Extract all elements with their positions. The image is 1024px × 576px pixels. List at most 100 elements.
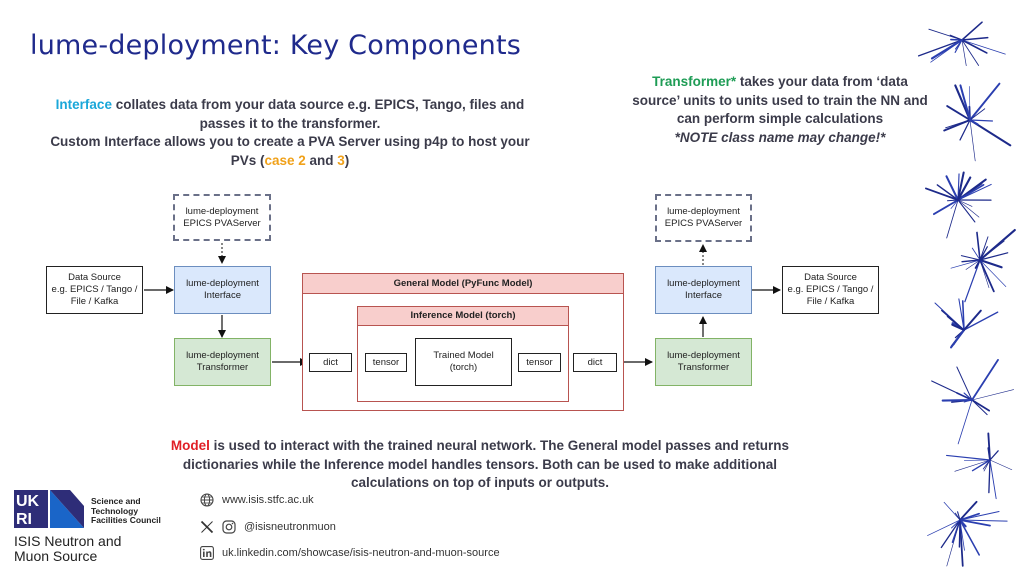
burst-track-7-4 [959,519,980,556]
burst-track-7-6 [951,519,961,529]
interface-desc-line2: passes it to the transformer. [199,115,381,131]
burst-track-5-11 [971,399,988,416]
burst-track-0-6 [917,39,963,57]
burst-track-2-4 [957,199,980,218]
ukri-logo: UK RI [14,490,84,528]
case-num: 3 [337,152,345,168]
interface-keyword: Interface [55,97,112,112]
trained-model-line2: (torch) [449,362,478,373]
transformer-left-line2: Transformer [196,362,249,373]
burst-track-7-12 [946,519,961,567]
burst-track-6-1 [983,459,991,472]
burst-track-1-4 [969,86,971,121]
model-desc-line1: is used to interact with the trained neu… [209,438,790,453]
svg-text:RI: RI [16,511,32,528]
trained-model: Trained Model (torch) [415,338,512,386]
linkedin-icon[interactable] [200,546,214,560]
linkedin-link[interactable]: uk.linkedin.com/showcase/isis-neutron-an… [222,547,500,559]
model-keyword: Model [170,438,210,453]
website-link[interactable]: www.isis.stfc.ac.uk [222,494,314,506]
burst-track-5-7 [931,380,973,401]
burst-track-0-5 [961,39,1006,55]
burst-track-1-3 [969,82,1001,121]
burst-track-4-6 [961,300,965,331]
burst-track-1-5 [959,119,971,141]
pva-right-line1: lume-deployment [667,206,740,217]
burst-track-1-1 [945,119,971,129]
burst-track-3-13 [960,255,981,261]
starburst-decoration [917,21,1016,567]
pva-left-line1: lume-deployment [185,205,259,217]
burst-track-5-4 [971,399,991,412]
transformer-desc-line3: can perform simple calculations [676,111,884,126]
transformer-desc-line1: takes your data from ‘data [736,74,908,89]
burst-track-6-10 [954,459,991,472]
globe-icon [200,493,214,507]
burst-track-0-4 [961,39,980,66]
burst-track-7-14 [958,519,961,548]
burst-track-3-10 [950,259,981,269]
burst-track-6-7 [989,459,997,500]
pva-server-right: lume-deployment EPICS PVAServer [655,194,752,242]
burst-track-7-17 [957,511,961,521]
burst-track-2-0 [957,199,976,223]
interface-left: lume-deployment Interface [174,266,271,314]
burst-track-3-15 [978,228,1016,262]
isis-line1: ISIS Neutron and [14,533,122,549]
source-left-line2: e.g. EPICS / Tango / [51,284,138,295]
general-model-header: General Model (PyFunc Model) [303,274,623,294]
data-source-left: Data Source e.g. EPICS / Tango / File / … [46,266,143,314]
burst-track-5-8 [963,392,973,401]
council-line1: Science and [91,496,141,506]
burst-track-3-3 [979,252,1009,261]
burst-track-2-17 [956,171,965,202]
burst-track-2-14 [957,183,985,201]
social-handle[interactable]: @isisneutronmuon [244,521,336,533]
transformer-right-line2: Transformer [677,362,730,373]
burst-track-5-10 [956,366,973,401]
tensor-right: tensor [518,353,561,372]
line4-post: ) [344,152,350,168]
burst-track-1-7 [969,119,994,122]
transformer-left-line1: lume-deployment [186,350,259,361]
dict-left: dict [309,353,352,372]
burst-track-0-7 [928,28,963,41]
transformer-keyword: Transformer* [652,74,737,89]
council-name: Science and Technology Facilities Counci… [91,496,161,526]
burst-track-2-2 [946,199,959,239]
burst-track-0-11 [961,21,983,41]
burst-track-7-9 [943,501,961,521]
interface-right-line1: lume-deployment [667,278,740,289]
pva-left-line2: EPICS PVAServer [183,217,261,229]
burst-track-6-5 [988,459,991,494]
burst-track-2-12 [945,175,960,202]
burst-track-3-14 [976,231,981,261]
isis-name: ISIS Neutron and Muon Source [14,534,121,564]
svg-text:UK: UK [16,493,40,510]
instagram-icon[interactable] [222,520,236,534]
and-word: and [305,152,338,168]
source-right-line3: File / Kafka [806,296,855,307]
interface-left-line1: lume-deployment [186,278,259,289]
page-title: lume-deployment: Key Components [30,30,522,61]
burst-track-7-16 [959,512,980,521]
burst-track-6-6 [989,450,999,461]
burst-track-2-8 [957,199,973,207]
x-logo-icon[interactable] [200,520,214,534]
burst-track-0-14 [930,38,964,60]
burst-track-4-8 [963,311,999,331]
burst-track-3-1 [971,247,981,261]
model-desc-line2: dictionaries while the Inference model h… [182,456,778,472]
burst-track-7-15 [959,519,991,527]
trained-model-line1: Trained Model [433,350,494,361]
burst-track-3-8 [961,259,981,263]
model-description: Model is used to interact with the train… [150,437,810,493]
burst-track-5-5 [971,389,1014,401]
interface-left-line2: Interface [204,290,241,301]
burst-track-3-16 [979,236,989,261]
burst-track-7-7 [959,519,1008,522]
interface-right: lume-deployment Interface [655,266,752,314]
interface-desc-line3: Custom Interface allows you to create a … [50,134,530,149]
source-left-line1: Data Source [68,272,121,283]
interface-desc-line4: PVs (case 2 and 3) [40,152,540,171]
